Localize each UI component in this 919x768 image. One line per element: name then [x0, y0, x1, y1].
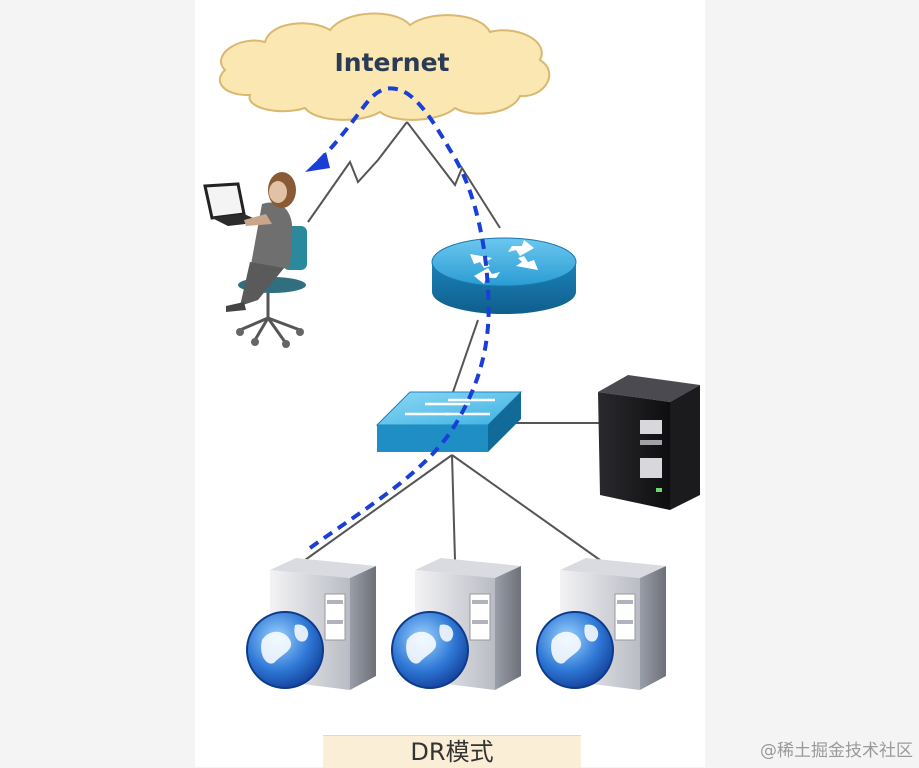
- link-switch-rs3: [451, 454, 601, 561]
- router-icon: [431, 237, 577, 314]
- diagram-caption: DR模式: [323, 735, 581, 768]
- real-server-1: [246, 558, 376, 690]
- link-switch-rs2: [451, 454, 456, 561]
- director-server-icon: [598, 375, 700, 510]
- packet-arrow-head: [305, 152, 330, 172]
- link-cloud-client: [307, 121, 408, 223]
- link-switch-rs1: [304, 454, 453, 561]
- real-server-3: [536, 558, 666, 690]
- link-cloud-router: [406, 121, 501, 229]
- real-server-2: [391, 558, 521, 690]
- watermark: @稀土掘金技术社区: [760, 741, 913, 761]
- packet-return-path: [308, 86, 491, 550]
- link-router-switch: [451, 319, 479, 396]
- client-user-icon: [203, 172, 307, 348]
- internet-label: Internet: [334, 48, 450, 77]
- internet-cloud: [218, 12, 551, 121]
- switch-icon: [375, 391, 523, 452]
- network-links: [304, 121, 601, 561]
